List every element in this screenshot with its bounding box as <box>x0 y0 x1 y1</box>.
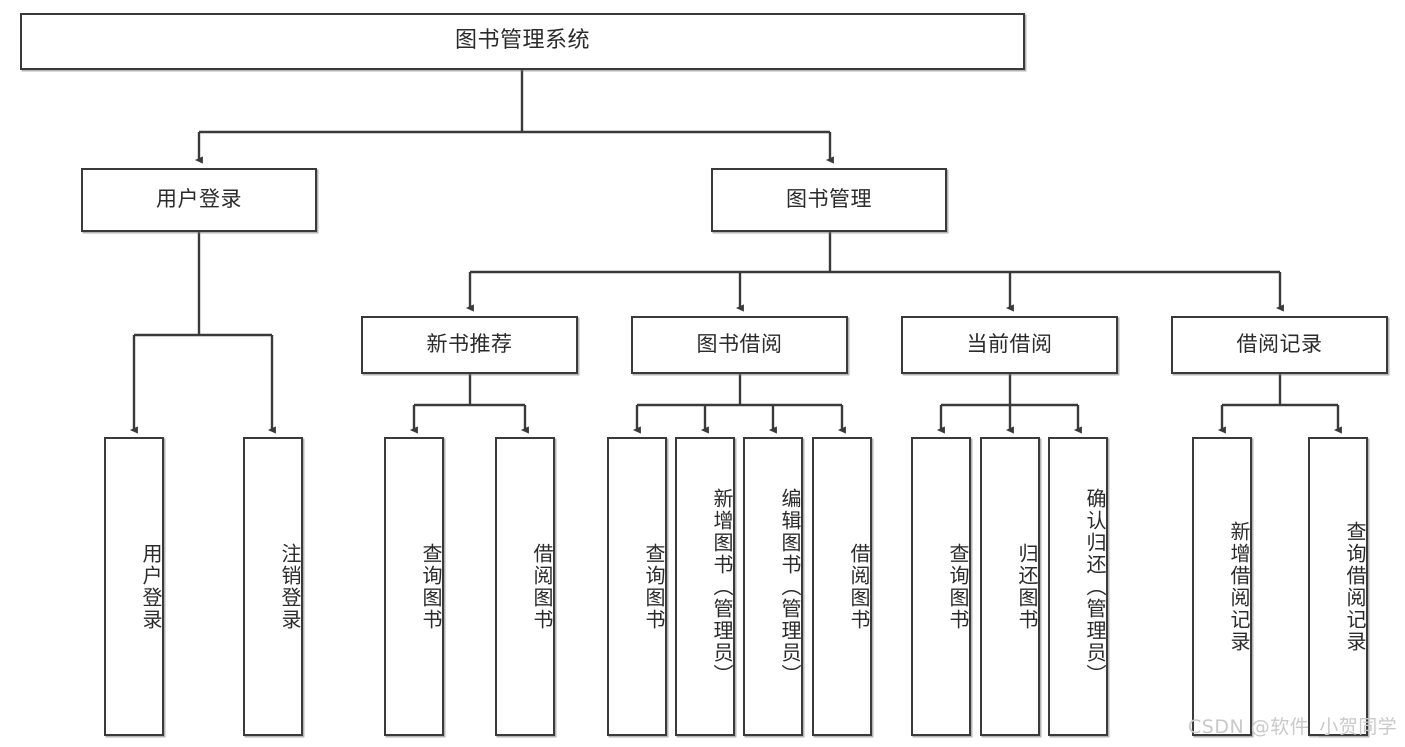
node-label: 借阅图书 <box>847 542 871 631</box>
leaf-new-book-borrow-book[interactable]: 借阅图书 <box>495 437 555 736</box>
leaf-current-borrow-return-book[interactable]: 归还图书 <box>980 437 1040 736</box>
node-current-borrow[interactable]: 当前借阅 <box>901 316 1118 374</box>
leaf-book-borrow-add-book-admin[interactable]: 新增图书（管理员） <box>675 437 735 736</box>
leaf-book-borrow-borrow-book[interactable]: 借阅图书 <box>812 437 872 736</box>
node-label: 查询图书 <box>642 542 666 631</box>
node-label: 查询借阅记录 <box>1343 520 1367 653</box>
node-label: 图书管理 <box>786 187 872 212</box>
node-new-book-recommend[interactable]: 新书推荐 <box>361 316 578 374</box>
node-label: 编辑图书（管理员） <box>778 487 802 686</box>
node-label: 新增借阅记录 <box>1227 520 1251 653</box>
watermark-text: CSDN @软件_小贺同学 <box>1188 716 1398 738</box>
node-label: 新书推荐 <box>426 332 513 357</box>
leaf-current-borrow-query-book[interactable]: 查询图书 <box>911 437 971 736</box>
node-label: 查询图书 <box>946 542 970 631</box>
node-label: 用户登录 <box>139 542 163 631</box>
node-label: 注销登录 <box>278 542 302 631</box>
node-root-book-management-system[interactable]: 图书管理系统 <box>20 13 1025 70</box>
node-label: 图书管理系统 <box>454 28 590 54</box>
node-book-management[interactable]: 图书管理 <box>711 168 947 232</box>
leaf-borrow-record-query-record[interactable]: 查询借阅记录 <box>1308 437 1368 736</box>
node-label: 归还图书 <box>1015 542 1039 631</box>
leaf-borrow-record-add-record[interactable]: 新增借阅记录 <box>1192 437 1252 736</box>
node-user-login[interactable]: 用户登录 <box>81 168 317 232</box>
node-label: 借阅图书 <box>530 542 554 631</box>
node-label: 用户登录 <box>156 187 242 212</box>
leaf-user-login-logout[interactable]: 注销登录 <box>243 437 303 736</box>
leaf-book-borrow-query-book[interactable]: 查询图书 <box>607 437 667 736</box>
node-label: 查询图书 <box>419 542 443 631</box>
leaf-book-borrow-edit-book-admin[interactable]: 编辑图书（管理员） <box>743 437 803 736</box>
node-label: 新增图书（管理员） <box>710 487 734 686</box>
leaf-current-borrow-confirm-return-admin[interactable]: 确认归还（管理员） <box>1048 437 1108 736</box>
leaf-new-book-query-book[interactable]: 查询图书 <box>384 437 444 736</box>
node-label: 确认归还（管理员） <box>1083 487 1107 686</box>
leaf-user-login-login[interactable]: 用户登录 <box>104 437 164 736</box>
node-borrow-record[interactable]: 借阅记录 <box>1171 316 1388 374</box>
node-label: 借阅记录 <box>1236 332 1323 357</box>
node-book-borrow[interactable]: 图书借阅 <box>631 316 848 374</box>
node-label: 当前借阅 <box>966 332 1053 357</box>
node-label: 图书借阅 <box>696 332 783 357</box>
